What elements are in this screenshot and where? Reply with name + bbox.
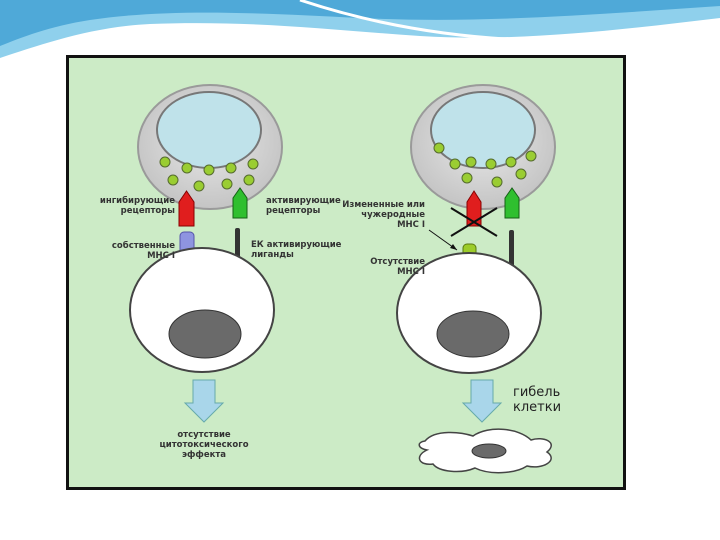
dying-cell-nucleus (471, 443, 507, 459)
granules-left (159, 156, 259, 192)
right-scenario (396, 84, 556, 474)
label-altered-mhc: Измененные или чужеродные МНС I (342, 200, 425, 230)
nk-nucleus-left (156, 91, 262, 169)
target-nucleus-left (168, 309, 242, 359)
inhibitory-receptor-right (466, 190, 482, 227)
label-absent-mhc: Отсутствие МНС I (370, 257, 425, 277)
granules-right (433, 142, 537, 188)
header-decoration (0, 0, 720, 58)
down-arrow-left (183, 379, 225, 423)
nk-nucleus-right (430, 91, 536, 169)
header-white-line (299, 0, 720, 43)
left-scenario (129, 84, 283, 423)
down-arrow-right (461, 379, 503, 423)
activating-receptor-right (504, 187, 520, 219)
header-wave-dark (0, 0, 720, 46)
label-no-cytotoxic-effect: отсутствие цитотоксического эффекта (159, 430, 249, 460)
cross-line-2 (450, 207, 498, 237)
label-activating-receptors: активирующие рецепторы (266, 196, 341, 216)
label-cell-death: гибель клетки (513, 385, 562, 415)
diagram-graphics (129, 84, 556, 474)
inhibitory-receptor-left (178, 190, 195, 227)
pointer-head (450, 244, 457, 250)
nk-cell-diagram-panel: ингибирующие рецепторы активирующие реце… (66, 55, 626, 490)
activating-receptor-left (232, 187, 248, 219)
label-inhibitory-receptors: ингибирующие рецепторы (99, 196, 175, 216)
label-own-mhc: собственные МНС I (111, 241, 175, 261)
target-nucleus-right (436, 310, 510, 358)
label-nk-activating-ligands: ЕК активирующие лиганды (251, 240, 342, 260)
